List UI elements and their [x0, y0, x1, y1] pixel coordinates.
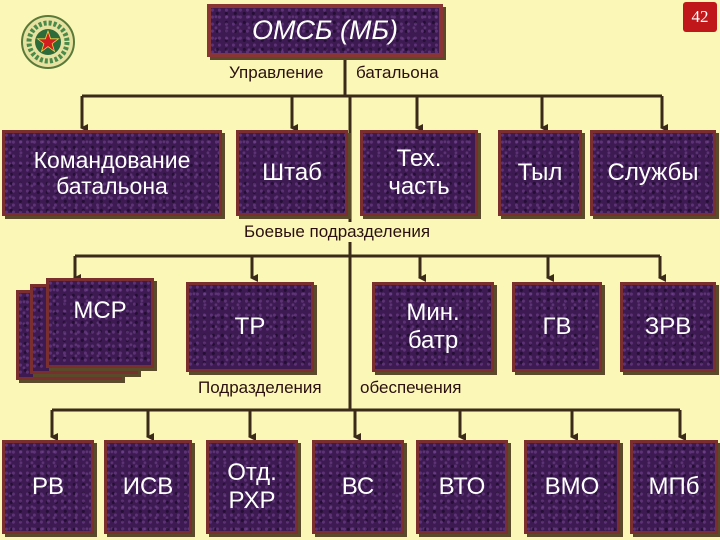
unit-label: Тыл — [517, 159, 563, 187]
unit-label: ВС — [341, 473, 375, 501]
unit-label: Тех. часть — [388, 145, 450, 200]
unit-label: Мин. батр — [406, 299, 460, 354]
unit-label: РВ — [31, 473, 64, 501]
label-management-left: Управление — [227, 63, 326, 83]
unit-label: Командование батальона — [33, 146, 191, 199]
unit-box-command: Командование батальона — [2, 130, 222, 216]
unit-box-tank-company: ТР — [186, 282, 314, 372]
unit-label: Штаб — [262, 159, 322, 187]
unit-box-gv: ГВ — [512, 282, 602, 372]
unit-box-zrv: ЗРВ — [620, 282, 716, 372]
unit-label: ИСВ — [122, 473, 174, 501]
unit-label: ВТО — [438, 473, 486, 501]
unit-box-msr: МСР — [46, 278, 154, 368]
unit-label: МПб — [648, 473, 700, 501]
label-support-right: обеспечения — [358, 378, 464, 398]
unit-box-rhr: Отд. РХР — [206, 440, 298, 534]
unit-label: Отд. РХР — [227, 459, 277, 514]
unit-box-services: Службы — [590, 130, 716, 216]
org-title-box: ОМСБ (МБ) — [207, 4, 443, 57]
org-title: ОМСБ (МБ) — [251, 14, 399, 45]
unit-box-rear: Тыл — [498, 130, 582, 216]
unit-label: ЗРВ — [644, 313, 692, 341]
label-management-right: батальона — [354, 63, 441, 83]
unit-box-mpb: МПб — [630, 440, 718, 534]
label-support-left: Подразделения — [196, 378, 324, 398]
army-emblem-logo — [20, 14, 76, 70]
page-number-badge: 42 — [683, 2, 717, 32]
unit-label: МСР — [73, 297, 127, 325]
unit-box-rv: РВ — [2, 440, 94, 534]
unit-label: ТР — [234, 313, 266, 341]
unit-box-vto: ВТО — [416, 440, 508, 534]
unit-box-vmo: ВМО — [524, 440, 620, 534]
unit-box-isv: ИСВ — [104, 440, 192, 534]
unit-label: ГВ — [542, 313, 572, 341]
unit-box-tech-unit: Тех. часть — [360, 130, 478, 216]
unit-label: Службы — [607, 159, 699, 187]
unit-label: ВМО — [544, 473, 600, 501]
label-combat-units: Боевые подразделения — [242, 222, 433, 242]
unit-box-staff: Штаб — [236, 130, 348, 216]
unit-box-mortar-battery: Мин. батр — [372, 282, 494, 372]
unit-box-vs: ВС — [312, 440, 404, 534]
